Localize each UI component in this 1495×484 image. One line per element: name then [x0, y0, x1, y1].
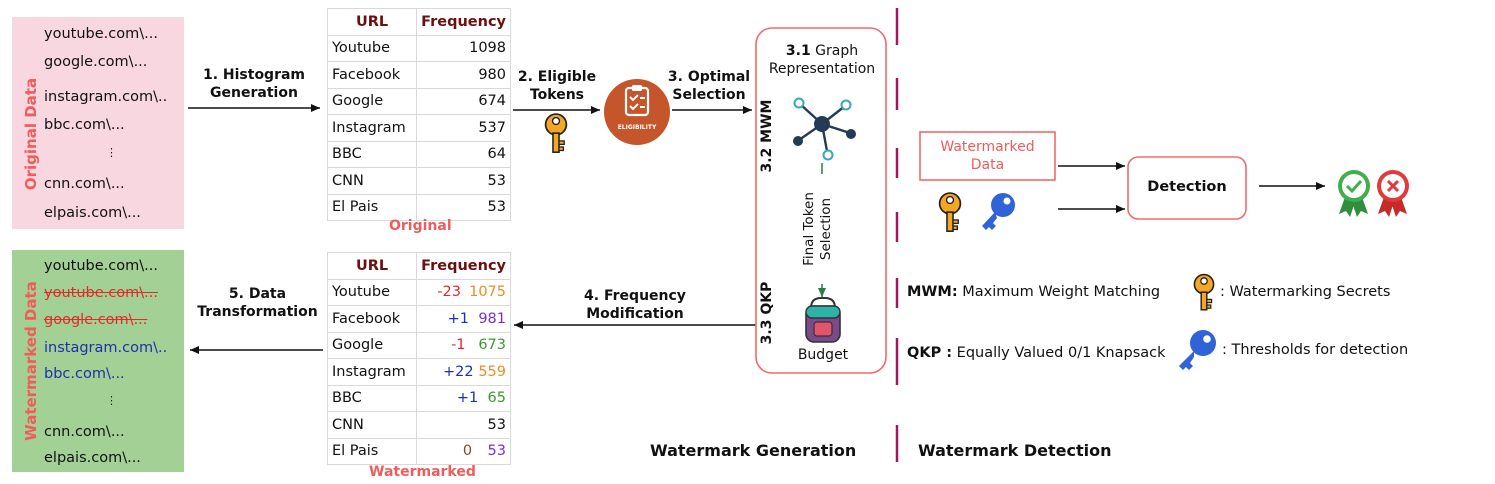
column-header-frequency: Frequency: [416, 252, 511, 280]
watermarked-data-input-label: Watermarked Data: [940, 139, 1035, 173]
eligibility-icon: [604, 79, 670, 145]
footer-detection-title: Watermark Detection: [918, 441, 1112, 460]
watermarked-data-label: Watermarked Data: [22, 281, 40, 441]
list-item: google.com\...: [44, 54, 148, 70]
list-item: cnn.com\...: [44, 176, 125, 192]
generation-box: [755, 27, 887, 374]
graph-icon: [793, 97, 856, 161]
legend-mwm: MWM: Maximum Weight Matching: [907, 284, 1161, 300]
list-item: elpais.com\...: [44, 450, 141, 466]
watermarked-data-box: [12, 250, 184, 472]
table-header-row: URL Frequency: [326, 252, 511, 280]
column-header-url: URL: [326, 8, 418, 36]
invalid-badge-icon: [1377, 170, 1409, 217]
list-item: instagram.com\..: [44, 89, 168, 105]
valid-badge-icon: [1338, 170, 1370, 217]
backpack-icon: [805, 297, 841, 343]
list-item-removed: google.com\...: [44, 312, 148, 328]
list-item-removed: youtube.com\...: [44, 285, 158, 301]
list-item: youtube.com\...: [44, 258, 158, 274]
detection-label: Detection: [1147, 179, 1227, 195]
original-table-caption: Original: [389, 218, 452, 234]
column-header-frequency: Frequency: [416, 8, 511, 36]
graph-representation-label: 3.1 Graph Representation: [768, 43, 876, 77]
eligibility-badge-text: ELIGIBILITY: [617, 124, 657, 131]
qkp-step-label: 3.3 QKP: [759, 281, 775, 345]
original-data-label: Original Data: [22, 77, 40, 191]
list-ellipsis: ⋮: [106, 146, 117, 159]
list-item: youtube.com\...: [44, 26, 158, 42]
list-ellipsis: ⋮: [106, 394, 117, 407]
list-item-added: instagram.com\..: [44, 340, 168, 356]
footer-generation-title: Watermark Generation: [650, 441, 857, 460]
table-header-row: URL Frequency: [326, 8, 511, 36]
list-item: bbc.com\...: [44, 117, 125, 133]
legend-thresholds: : Thresholds for detection: [1222, 342, 1409, 358]
legend-secrets-key-icon: [1193, 273, 1215, 311]
budget-label: Budget: [797, 347, 849, 363]
original-data-box: [12, 17, 184, 229]
list-item: cnn.com\...: [44, 424, 125, 440]
detection-box: [1127, 156, 1247, 220]
legend-secrets: : Watermarking Secrets: [1220, 284, 1391, 300]
key-blue-icon-detection: [982, 193, 1015, 230]
key-orange-icon-detection: [938, 192, 962, 233]
mwm-step-label: 3.2 MWM: [759, 99, 775, 173]
watermarked-table-caption: Watermarked: [369, 464, 476, 480]
list-item: elpais.com\...: [44, 205, 141, 221]
key-orange-icon: [544, 113, 568, 154]
column-header-url: URL: [326, 252, 418, 280]
list-item-added: bbc.com\...: [44, 366, 125, 382]
watermarked-data-input-box: [919, 131, 1056, 181]
legend-thresholds-key-icon: [1179, 330, 1216, 370]
legend-qkp: QKP : Equally Valued 0/1 Knapsack: [907, 345, 1166, 361]
final-token-selection-label: Final Token Selection: [801, 174, 835, 284]
